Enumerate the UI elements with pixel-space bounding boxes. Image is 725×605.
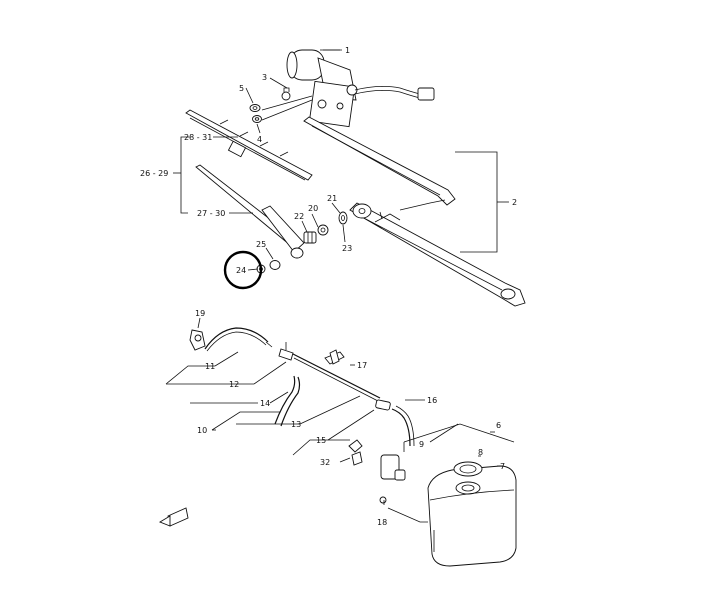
grommet-part	[252, 115, 262, 123]
callout-23: 23	[342, 244, 352, 253]
washer-part	[249, 104, 261, 112]
callout-3: 3	[262, 73, 267, 82]
callout-11: 11	[205, 362, 215, 371]
tank-cap	[453, 461, 483, 477]
callout-27-30: 27 - 30	[197, 209, 225, 218]
nut-part	[303, 231, 317, 244]
hose-clip	[324, 349, 345, 365]
washer-hose	[292, 353, 381, 402]
callout-26-29: 26 - 29	[140, 169, 168, 178]
t-connector	[278, 342, 294, 361]
wiper-arm	[195, 164, 305, 259]
linkage-assembly	[303, 116, 526, 307]
cap-part	[269, 260, 281, 270]
wiper-blade	[185, 109, 313, 181]
washer-hose	[274, 375, 301, 427]
callout-22: 22	[294, 212, 304, 221]
callout-4: 4	[257, 135, 262, 144]
callout-8: 8	[478, 448, 483, 457]
washer-part	[338, 211, 348, 225]
callout-20: 20	[308, 204, 318, 213]
callout-25: 25	[256, 240, 266, 249]
washer-hose	[204, 327, 273, 352]
clamp-part	[348, 439, 363, 466]
check-valve	[375, 399, 391, 411]
callout-12: 12	[229, 380, 239, 389]
washer-tank	[427, 465, 517, 567]
washer-hose	[391, 405, 415, 447]
callout-18: 18	[377, 518, 387, 527]
pump-bracket	[380, 454, 406, 481]
callout-6: 6	[496, 421, 501, 430]
hose-clip	[189, 329, 206, 351]
callout-13: 13	[291, 420, 301, 429]
callout-17: 17	[357, 361, 367, 370]
callout-24: 24	[236, 266, 246, 275]
callout-10: 10	[197, 426, 207, 435]
callout-32: 32	[320, 458, 330, 467]
highlight-circle	[223, 250, 263, 290]
callout-21: 21	[327, 194, 337, 203]
callout-14: 14	[260, 399, 270, 408]
callout-1: 1	[345, 46, 350, 55]
callout-leaders	[165, 49, 515, 523]
callout-9: 9	[419, 440, 424, 449]
callout-28-31: 28 - 31	[184, 133, 212, 142]
callout-7: 7	[500, 462, 505, 471]
callout-5: 5	[239, 84, 244, 93]
callout-19: 19	[195, 309, 205, 318]
washer-part	[317, 224, 329, 236]
callout-15: 15	[316, 436, 326, 445]
wiper-motor	[286, 49, 435, 128]
front-direction-icon	[158, 507, 189, 527]
callout-2: 2	[512, 198, 517, 207]
grommet-part	[379, 496, 387, 504]
bolt-part	[281, 87, 291, 101]
callout-16: 16	[427, 396, 437, 405]
